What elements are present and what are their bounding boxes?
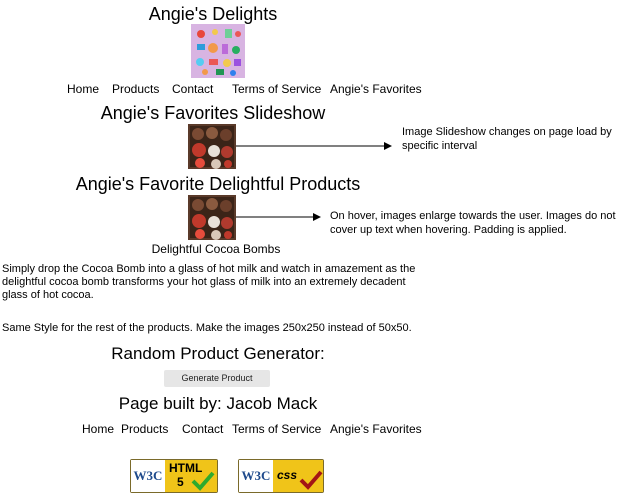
nav-terms-link[interactable]: Terms of Service (232, 82, 322, 96)
checkmark-icon (191, 471, 215, 491)
site-title: Angie's Delights (148, 4, 278, 24)
arrow-icon (236, 142, 392, 150)
html-version: 5 (177, 475, 184, 489)
footer-contact-link[interactable]: Contact (182, 422, 224, 436)
w3c-text: W3C (131, 460, 165, 492)
footer-favorites-link[interactable]: Angie's Favorites (330, 422, 422, 436)
product-caption: Delightful Cocoa Bombs (151, 242, 281, 256)
footer-terms-link[interactable]: Terms of Service (232, 422, 322, 436)
badge-panel: HTML 5 (165, 460, 217, 492)
w3c-text: W3C (239, 460, 273, 492)
nav-favorites-link[interactable]: Angie's Favorites (330, 82, 422, 96)
css-label: css (277, 468, 298, 482)
top-nav: Home Products Contact Terms of Service A… (0, 82, 626, 96)
slideshow-note: Image Slideshow changes on page load by … (402, 126, 612, 152)
random-heading: Random Product Generator: (111, 344, 325, 363)
product-description: Simply drop the Cocoa Bomb into a glass … (2, 263, 416, 301)
footer-home-link[interactable]: Home (82, 422, 115, 436)
badge-panel: css (273, 460, 323, 492)
arrow-icon (236, 213, 321, 221)
generate-product-button[interactable]: Generate Product (164, 370, 270, 387)
nav-contact-link[interactable]: Contact (172, 82, 214, 96)
slideshow-heading: Angie's Favorites Slideshow (100, 103, 326, 123)
nav-home-link[interactable]: Home (67, 82, 100, 96)
w3c-css-badge[interactable]: W3C css (238, 459, 324, 493)
slideshow-image (188, 124, 236, 169)
checkmark-icon (299, 470, 323, 490)
hover-note: On hover, images enlarge towards the use… (330, 210, 616, 236)
cocoa-bomb-image[interactable] (188, 195, 236, 240)
style-note: Same Style for the rest of the products.… (2, 322, 412, 334)
built-by: Page built by: Jacob Mack (118, 394, 318, 413)
products-heading: Angie's Favorite Delightful Products (75, 174, 361, 194)
footer-products-link[interactable]: Products (121, 422, 169, 436)
w3c-html5-badge[interactable]: W3C HTML 5 (130, 459, 218, 493)
logo-image (191, 24, 245, 78)
nav-products-link[interactable]: Products (112, 82, 160, 96)
logo-illustration (191, 24, 245, 78)
html-label: HTML (169, 461, 203, 475)
footer-nav: Home Products Contact Terms of Service A… (0, 422, 626, 436)
